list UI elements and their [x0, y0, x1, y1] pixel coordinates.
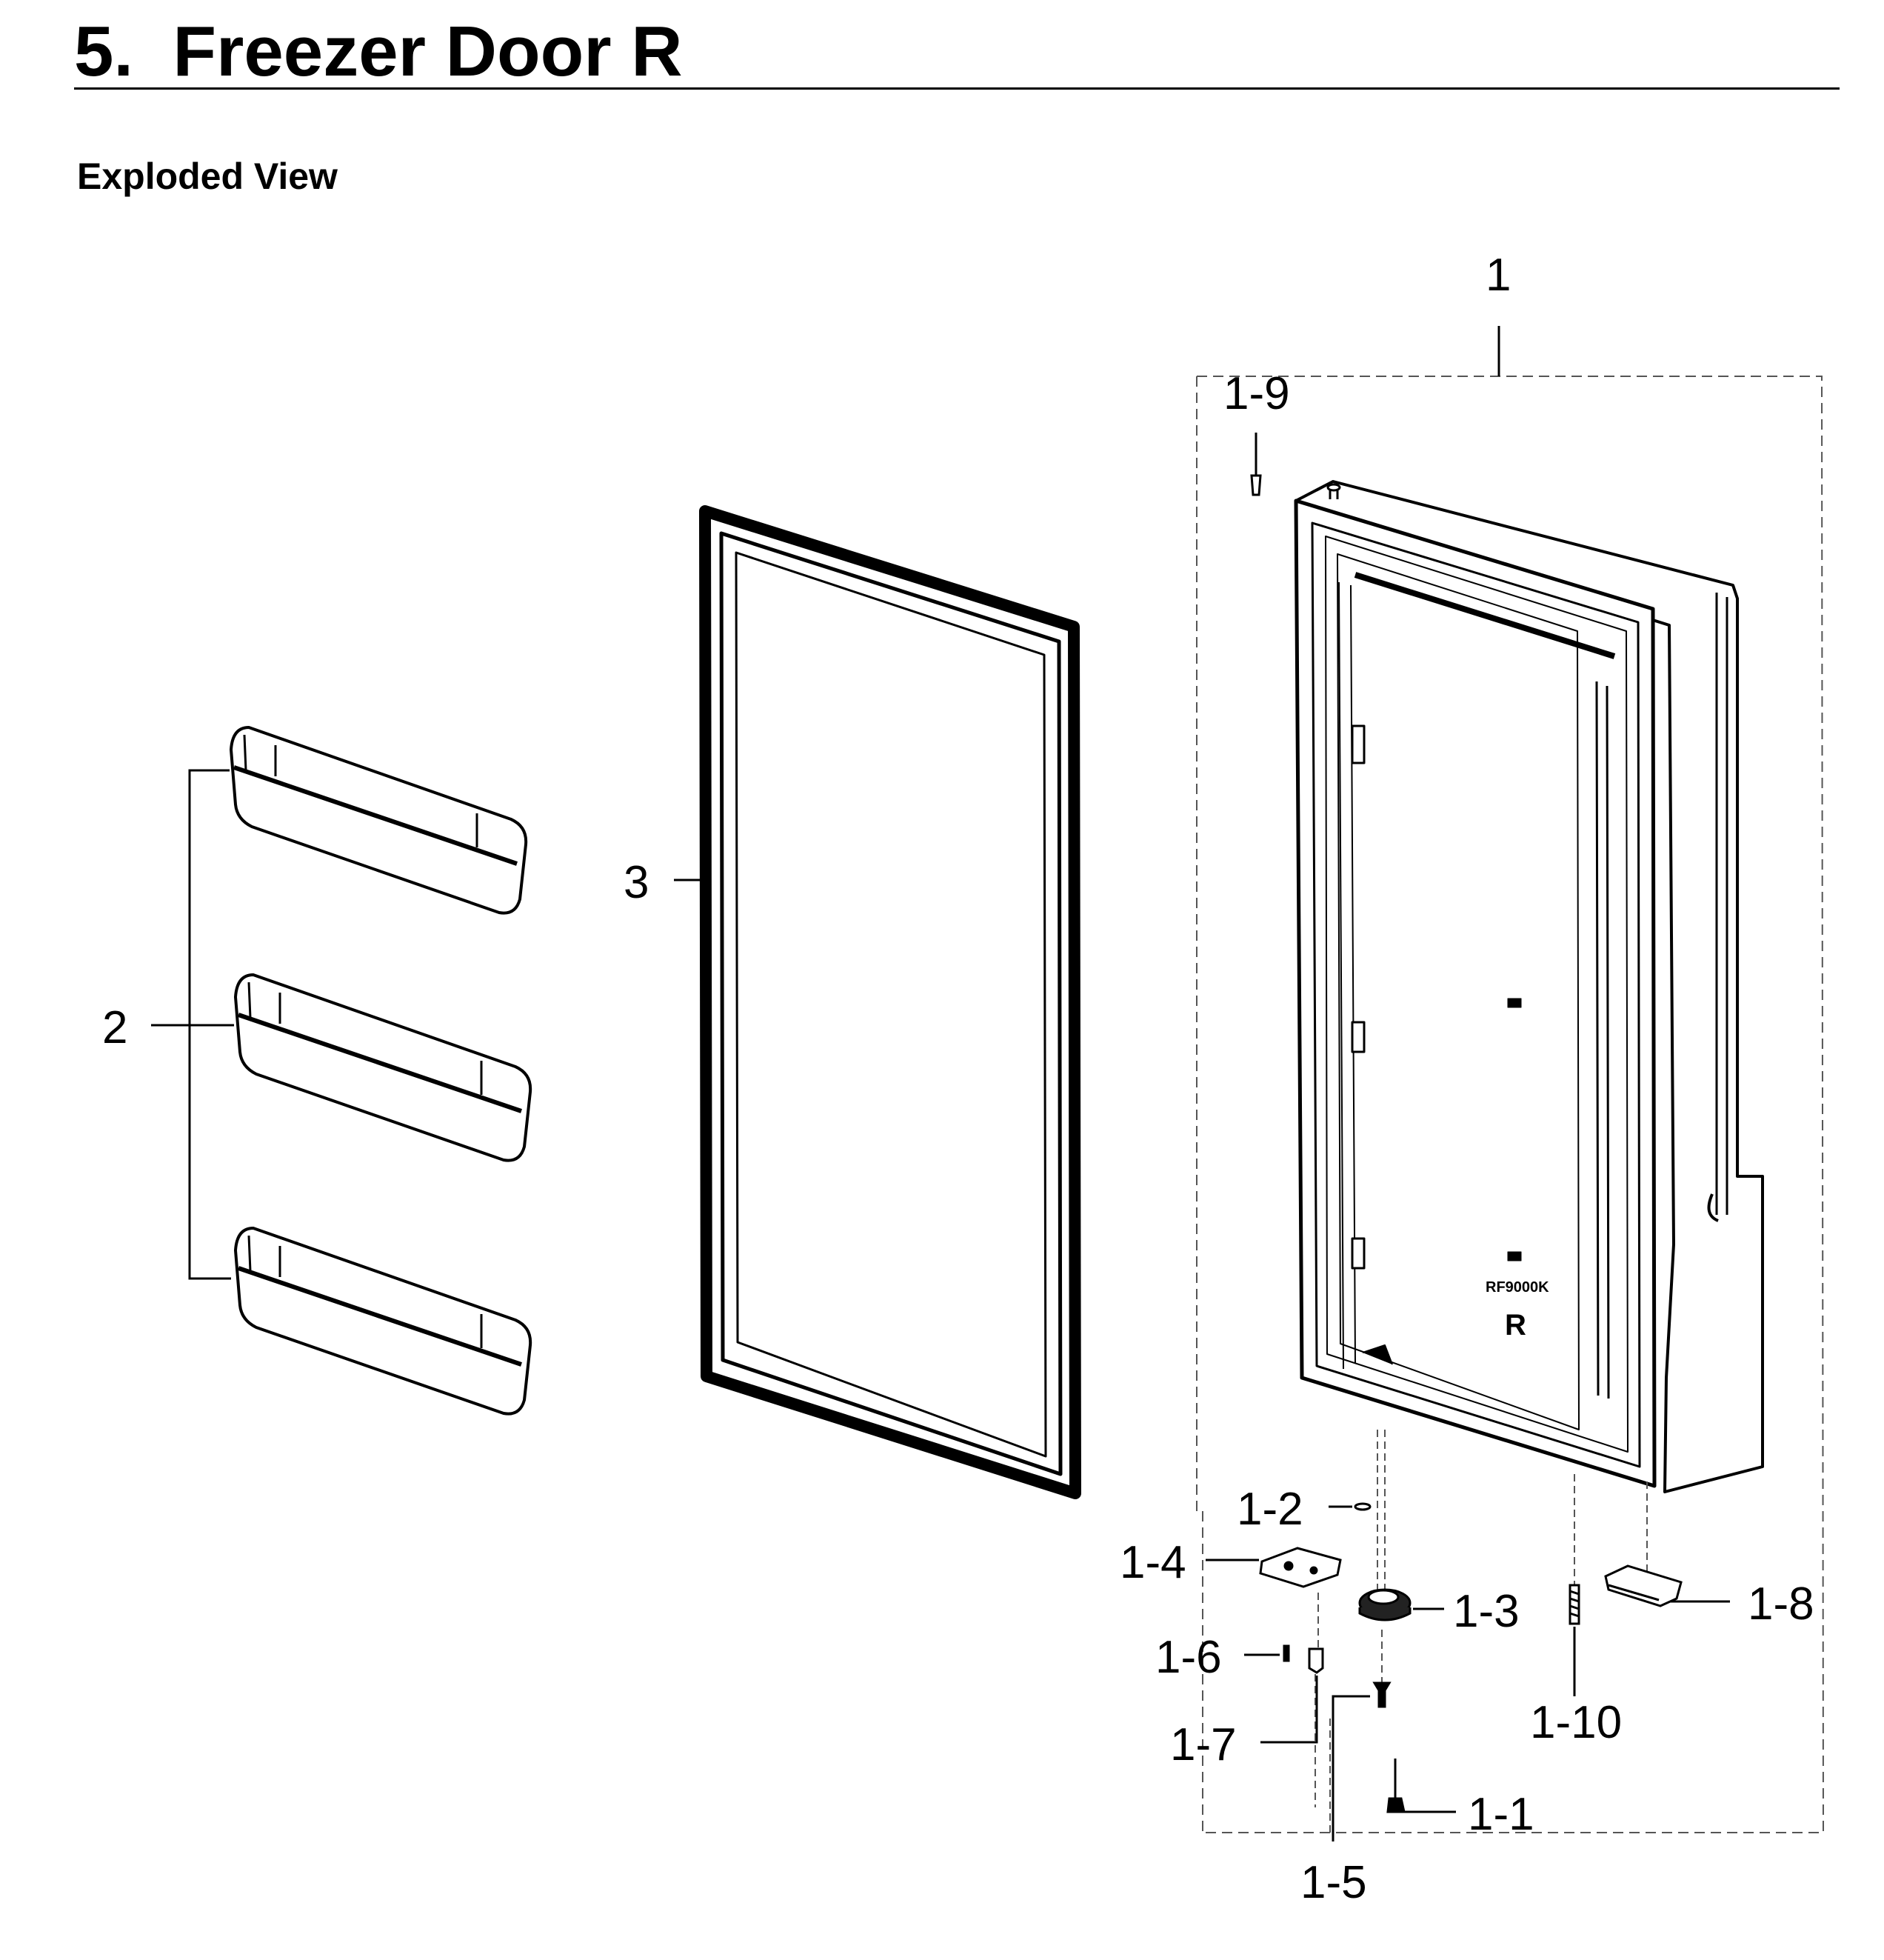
- part-1-2-washer: [1354, 1502, 1372, 1511]
- callout-1-3: 1-3: [1453, 1586, 1520, 1637]
- callout-1-5: 1-5: [1300, 1857, 1367, 1908]
- part-1-5-screw: [1372, 1681, 1392, 1708]
- door-assembly-boundary: [1196, 376, 1825, 1833]
- callout-1-4: 1-4: [1120, 1537, 1186, 1588]
- callout-1-2: 1-2: [1237, 1484, 1303, 1535]
- part-1-8-cover: [1604, 1564, 1683, 1607]
- callout-1-7: 1-7: [1170, 1719, 1237, 1770]
- door-model-stamp: RF9000K: [1486, 1279, 1549, 1296]
- part-1-10-spring: [1569, 1584, 1580, 1696]
- title-underline: [74, 87, 1840, 90]
- freezer-door-body: [1294, 480, 1764, 1493]
- part-1-4-hinge-plate: [1259, 1547, 1342, 1588]
- callout-1-6: 1-6: [1155, 1632, 1222, 1683]
- part-1-1-bolt: [1386, 1759, 1406, 1813]
- callout-3: 3: [624, 857, 649, 908]
- part-1-3-hinge-cap: [1358, 1588, 1412, 1621]
- door-guard-middle: [234, 973, 532, 1162]
- door-guard-bracket: [151, 769, 234, 1280]
- door-gasket: [699, 505, 1081, 1499]
- callout-1: 1: [1486, 250, 1511, 301]
- callout-1-10: 1-10: [1530, 1697, 1622, 1748]
- part-1-7-pin: [1308, 1647, 1324, 1674]
- part-1-6-screw: [1283, 1644, 1290, 1662]
- alignment-guides: [1315, 1430, 1648, 1837]
- callout-1-9: 1-9: [1223, 368, 1290, 419]
- door-guard-top: [230, 726, 528, 915]
- page-title: 5. Freezer Door R: [74, 12, 683, 91]
- callout-1-7-leader: [1260, 1676, 1318, 1744]
- callout-1-8: 1-8: [1748, 1579, 1814, 1630]
- part-1-9-screw: [1250, 433, 1262, 496]
- callout-2: 2: [102, 1002, 127, 1053]
- callout-1-5-leader: [1332, 1695, 1370, 1841]
- section-heading: Exploded View: [77, 156, 338, 197]
- door-guard-bottom: [234, 1227, 532, 1416]
- callout-1-1: 1-1: [1468, 1789, 1534, 1840]
- door-side-stamp: R: [1505, 1309, 1526, 1341]
